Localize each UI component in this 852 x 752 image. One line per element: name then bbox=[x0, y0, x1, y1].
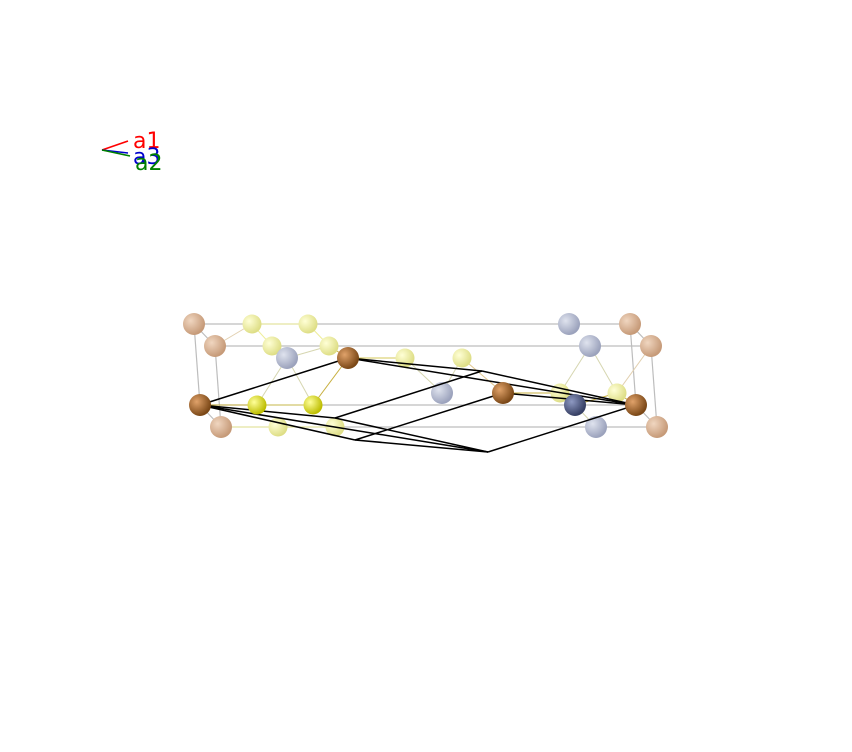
cu-atom-faded[interactable] bbox=[619, 313, 641, 335]
cu-atom-faded[interactable] bbox=[183, 313, 205, 335]
s-atom-faded[interactable] bbox=[607, 383, 627, 403]
sn-atom-faded[interactable] bbox=[585, 416, 607, 438]
s-atom-faded[interactable] bbox=[262, 336, 282, 356]
cu-atom-faded[interactable] bbox=[210, 416, 232, 438]
cu-atom[interactable] bbox=[189, 394, 211, 416]
cu-atom[interactable] bbox=[337, 347, 359, 369]
s-atom-faded[interactable] bbox=[298, 314, 318, 334]
s-atom-faded[interactable] bbox=[319, 336, 339, 356]
primitive-cell-edges bbox=[199, 357, 637, 453]
s-atom-faded[interactable] bbox=[452, 348, 472, 368]
cu-atom-faded[interactable] bbox=[640, 335, 662, 357]
cu-atom-faded[interactable] bbox=[646, 416, 668, 438]
cu-atom[interactable] bbox=[492, 382, 514, 404]
a2-axis-label: a2 bbox=[135, 151, 162, 176]
sn-atom-faded[interactable] bbox=[276, 347, 298, 369]
s-atom[interactable] bbox=[303, 395, 323, 415]
cu-atom-faded[interactable] bbox=[204, 335, 226, 357]
sn-atom-faded[interactable] bbox=[579, 335, 601, 357]
sn-atom-faded[interactable] bbox=[431, 382, 453, 404]
faded-atoms bbox=[183, 313, 668, 438]
a2-axis-line bbox=[101, 149, 131, 157]
sn-atom[interactable] bbox=[564, 394, 586, 416]
sn-atom-faded[interactable] bbox=[558, 313, 580, 335]
s-atom-faded[interactable] bbox=[242, 314, 262, 334]
solid-atoms bbox=[189, 347, 647, 416]
s-atom[interactable] bbox=[247, 395, 267, 415]
a1-axis-label: a1 bbox=[133, 129, 160, 154]
axis-indicator: a1 a3 a2 bbox=[101, 129, 162, 176]
a1-axis-line bbox=[101, 140, 129, 151]
cu-atom[interactable] bbox=[625, 394, 647, 416]
a3-axis-label: a3 bbox=[133, 145, 160, 170]
